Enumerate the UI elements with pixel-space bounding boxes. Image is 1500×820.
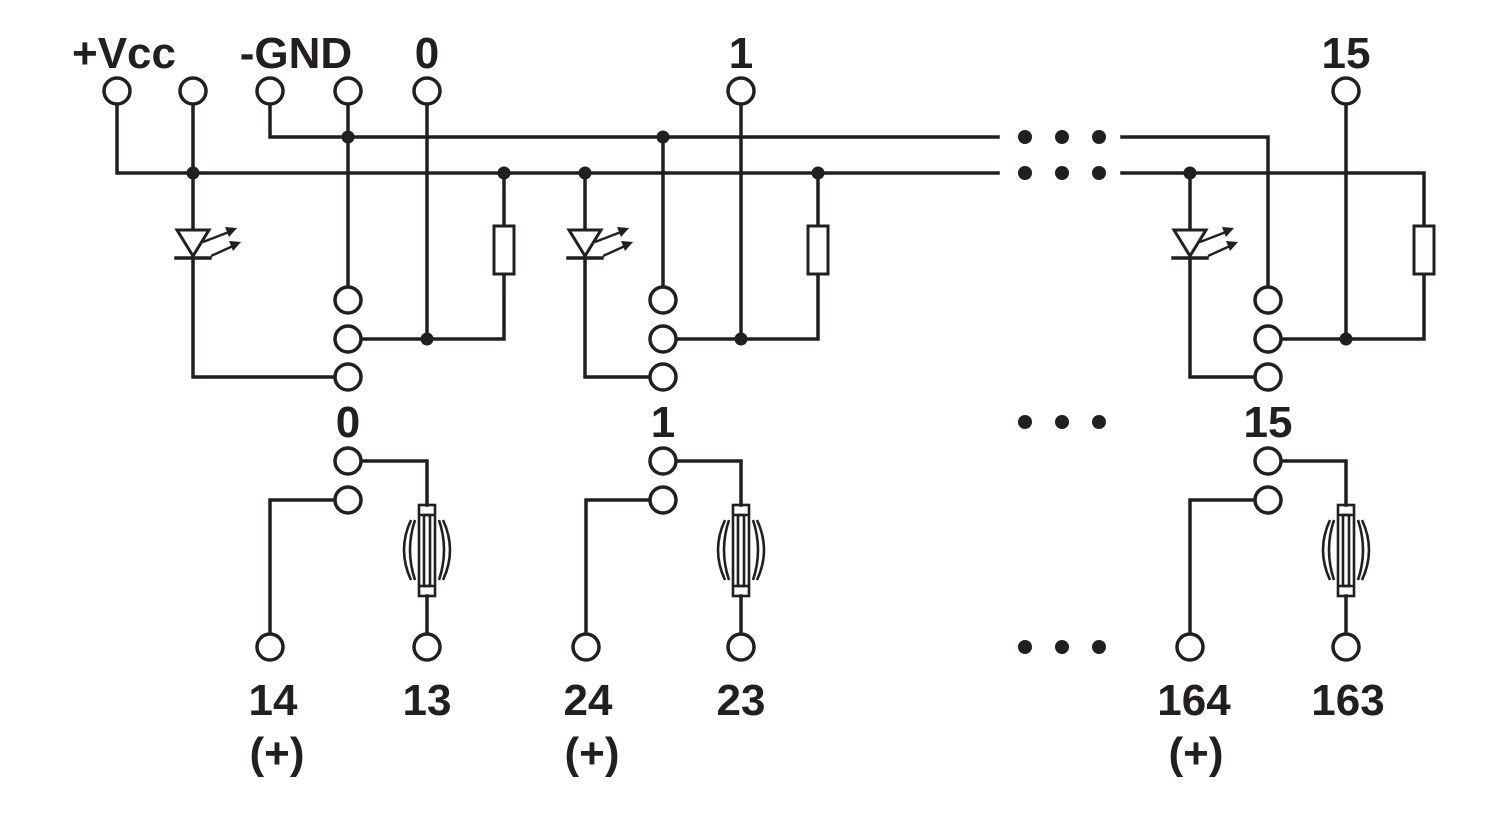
relay-socket-15 (1253, 285, 1283, 515)
output-14-terminal (255, 632, 285, 662)
relay-1-label: 1 (651, 398, 675, 447)
fuse-1 (716, 503, 766, 598)
resistor-1 (806, 224, 830, 276)
input-15-label: 15 (1322, 29, 1371, 78)
output-14-plus-note: (+) (250, 729, 305, 778)
gnd-terminal-a (255, 76, 285, 106)
output-164-terminal (1175, 632, 1205, 662)
output-13-label: 13 (403, 676, 452, 725)
channel-continuation-dots (1018, 415, 1106, 654)
fuse-0 (402, 503, 452, 598)
junction-dots (186, 130, 1353, 346)
vcc-label: +Vcc (72, 29, 176, 78)
output-24-plus-note: (+) (565, 729, 620, 778)
input-1-terminal (726, 76, 756, 106)
channel-15 (1188, 101, 1426, 635)
output-24-label: 24 (564, 676, 613, 725)
channel-0 (191, 101, 506, 635)
output-164-plus-note: (+) (1169, 729, 1224, 778)
led-1 (566, 227, 633, 260)
input-0-label: 0 (415, 29, 439, 78)
gnd-label: -GND (240, 29, 352, 78)
input-0-terminal (412, 76, 442, 106)
bus-wires (115, 101, 1426, 287)
input-1-label: 1 (729, 29, 753, 78)
channel-1 (583, 101, 820, 635)
vcc-terminal-a (102, 76, 132, 106)
resistor-0 (492, 224, 516, 276)
led-15 (1171, 227, 1238, 260)
output-23-terminal (726, 632, 756, 662)
gnd-terminal-b (333, 76, 363, 106)
relay-15-label: 15 (1244, 398, 1293, 447)
resistor-15 (1412, 224, 1436, 276)
relay-0-label: 0 (336, 398, 360, 447)
output-163-label: 163 (1311, 676, 1384, 725)
vcc-terminal-b (178, 76, 208, 106)
output-163-terminal (1331, 632, 1361, 662)
output-14-label: 14 (249, 676, 298, 725)
output-24-terminal (571, 632, 601, 662)
output-terminals (255, 632, 1361, 662)
relay-socket-0 (333, 285, 363, 515)
bus-continuation-dots (1018, 130, 1106, 180)
output-13-terminal (412, 632, 442, 662)
output-23-label: 23 (717, 676, 766, 725)
top-terminals (102, 76, 1361, 106)
fuse-15 (1321, 503, 1371, 598)
input-15-terminal (1331, 76, 1361, 106)
output-164-label: 164 (1157, 676, 1231, 725)
led-0 (174, 227, 241, 260)
relay-socket-1 (648, 285, 678, 515)
